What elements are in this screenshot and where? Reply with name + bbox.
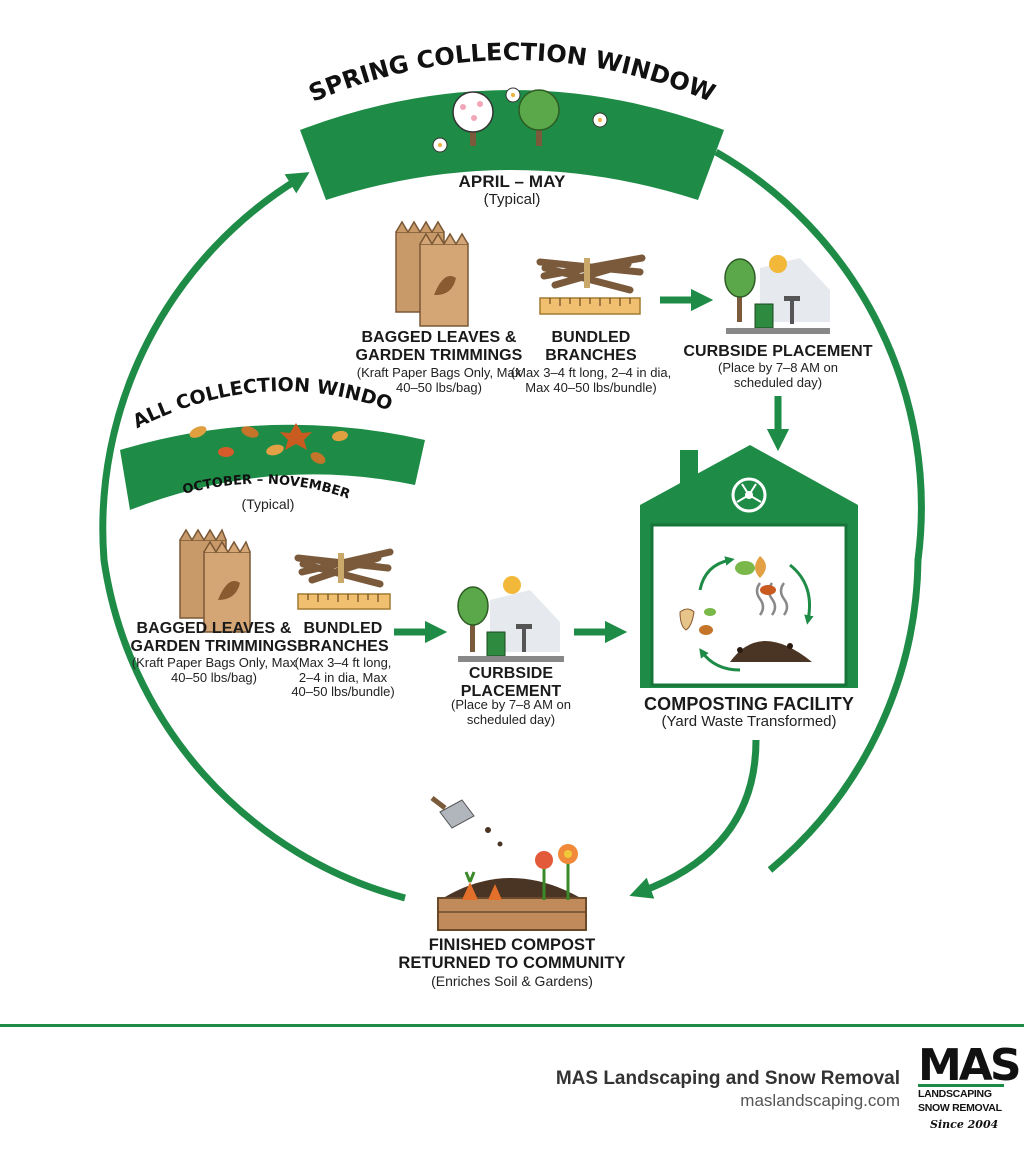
fall-bags-note: (Kraft Paper Bags Only, Max 40–50 lbs/ba… (131, 655, 297, 685)
fall-curbside-title: CURBSIDE PLACEMENT (460, 665, 562, 700)
company-logo: MAS LANDSCAPING SNOW REMOVAL Since 2004 (918, 1040, 1022, 1138)
spring-banner (300, 90, 724, 200)
fall-curbside-note: (Place by 7–8 AM on scheduled day) (451, 697, 571, 727)
arrow-facility-to-compost (629, 739, 760, 899)
facility-title: COMPOSTING FACILITY (644, 694, 854, 714)
compost-title: FINISHED COMPOST RETURNED TO COMMUNITY (398, 936, 626, 973)
fall-bags-title: BAGGED LEAVES & GARDEN TRIMMINGS (130, 620, 298, 655)
logo-bar (918, 1084, 1004, 1087)
fall-leaves-icon (189, 423, 348, 464)
spring-branches-note: (Max 3–4 ft long, 2–4 in dia, Max 40–50 … (510, 365, 672, 395)
footer-divider (0, 1024, 1024, 1027)
company-name: MAS Landscaping and Snow Removal (555, 1068, 900, 1089)
spring-trees-icon (432, 87, 608, 153)
cycle-ring-right (714, 148, 925, 873)
fall-branches-note: (Max 3–4 ft long, 2–4 in dia, Max 40–50 … (291, 655, 395, 700)
spring-branches-icon (536, 254, 646, 315)
diagram-artwork: SPRING COLLECTION WINDOW FALL COLLECTION… (0, 0, 925, 931)
fall-typical: (Typical) (241, 496, 295, 512)
fall-curbside-icon (457, 576, 564, 662)
spring-typical: (Typical) (483, 191, 541, 208)
spring-curbside-icon (724, 255, 830, 334)
fall-window-title: FALL COLLECTION WINDOW (0, 0, 395, 433)
cycle-ring-left (99, 172, 406, 902)
logo-since: Since 2004 (930, 1118, 999, 1131)
composting-facility-icon (640, 445, 858, 688)
facility-subtitle: (Yard Waste Transformed) (661, 713, 837, 730)
spring-curbside-title: CURBSIDE PLACEMENT (683, 343, 873, 360)
spring-curbside-note: (Place by 7–8 AM on scheduled day) (718, 360, 838, 390)
spring-bags-title: BAGGED LEAVES & GARDEN TRIMMINGS (355, 329, 523, 364)
logo-line-2: SNOW REMOVAL (918, 1102, 1002, 1114)
spring-branches-title: BUNDLED BRANCHES (545, 329, 637, 364)
fall-branches-icon (294, 548, 394, 610)
garden-bed-icon (430, 796, 587, 931)
company-url[interactable]: maslandscaping.com (740, 1091, 900, 1110)
fall-banner (120, 424, 425, 510)
compost-subtitle: (Enriches Soil & Gardens) (431, 973, 593, 989)
spring-bags-note: (Kraft Paper Bags Only, Max 40–50 lbs/ba… (356, 365, 522, 395)
spring-paper-bags-icon (395, 220, 469, 327)
fall-branches-title: BUNDLED BRANCHES (297, 620, 389, 655)
spring-months: APRIL – MAY (458, 172, 566, 191)
logo-line-1: LANDSCAPING (918, 1088, 992, 1100)
logo-mark: MAS (918, 1040, 1022, 1091)
fall-paper-bags-icon (179, 528, 251, 633)
